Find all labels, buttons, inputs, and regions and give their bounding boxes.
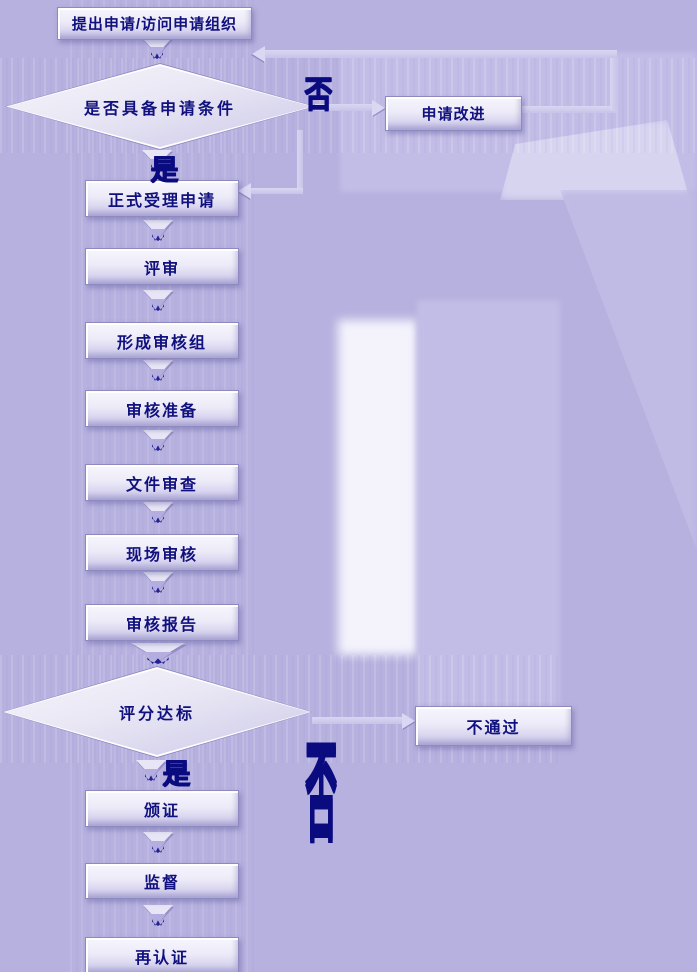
branch-label-yes-2: 是 bbox=[162, 758, 191, 789]
decision2-label: 评分达标 bbox=[118, 706, 195, 723]
down-arrow-icon bbox=[141, 290, 175, 316]
node-step-audit-team: 形成审核组 bbox=[85, 322, 239, 359]
step-label: 形成审核组 bbox=[116, 334, 207, 352]
branch-label-no-2: 否 bbox=[305, 735, 337, 855]
connector-improve-loop-up bbox=[610, 52, 617, 110]
down-arrow-icon bbox=[141, 220, 175, 246]
decision1-label: 是否具备申请条件 bbox=[83, 100, 236, 118]
down-arrow-icon bbox=[140, 150, 174, 176]
right-arrowhead-icon bbox=[402, 713, 415, 729]
background-blob bbox=[500, 120, 690, 200]
node-apply-improvement-label: 申请改进 bbox=[421, 106, 486, 123]
node-supervision: 监督 bbox=[85, 863, 239, 899]
right-arrowhead-icon bbox=[372, 100, 385, 116]
background-blob bbox=[560, 190, 697, 550]
node-fail: 不通过 bbox=[415, 706, 572, 746]
down-arrow-icon bbox=[140, 38, 174, 64]
node-issue-certificate: 颁证 bbox=[85, 790, 239, 827]
down-arrow-icon bbox=[141, 502, 175, 528]
node-recertification: 再认证 bbox=[85, 937, 239, 972]
connector-return-down bbox=[297, 130, 303, 192]
node-start: 提出申请/访问申请组织 bbox=[57, 7, 252, 40]
node-step-onsite-audit: 现场审核 bbox=[85, 534, 239, 571]
connector-return-left bbox=[248, 188, 303, 194]
down-arrow-icon bbox=[141, 905, 175, 931]
decision-application-conditions: 是否具备申请条件 bbox=[5, 63, 315, 150]
branch-label-no-1: 否 bbox=[304, 73, 333, 115]
down-arrow-icon bbox=[127, 643, 188, 669]
left-arrowhead-icon bbox=[252, 46, 265, 62]
node-step-document-review: 文件审查 bbox=[85, 464, 239, 501]
down-arrow-icon bbox=[141, 430, 175, 456]
step-label: 正式受理申请 bbox=[107, 192, 216, 210]
step-label: 审核准备 bbox=[125, 402, 198, 420]
step-label: 颁证 bbox=[143, 802, 180, 820]
node-step-review: 评审 bbox=[85, 248, 239, 285]
step-label: 监督 bbox=[143, 875, 180, 892]
background-blob bbox=[417, 300, 560, 706]
node-apply-improvement: 申请改进 bbox=[385, 96, 522, 131]
step-label: 审核报告 bbox=[125, 616, 198, 634]
step-label: 评审 bbox=[143, 260, 180, 278]
down-arrow-icon bbox=[141, 832, 175, 858]
step-label: 文件审查 bbox=[125, 476, 198, 494]
decision-score-pass: 评分达标 bbox=[2, 666, 312, 758]
connector-improve-loop-top bbox=[265, 50, 617, 58]
connector-no-branch-2 bbox=[312, 717, 407, 724]
node-start-label: 提出申请/访问申请组织 bbox=[71, 16, 238, 33]
down-arrow-icon bbox=[134, 760, 168, 786]
background-blob bbox=[338, 320, 418, 655]
down-arrow-icon bbox=[141, 572, 175, 598]
connector-improve-loop-right bbox=[520, 106, 617, 113]
step-label: 再认证 bbox=[134, 949, 189, 967]
node-step-accept: 正式受理申请 bbox=[85, 180, 239, 217]
node-step-audit-report: 审核报告 bbox=[85, 604, 239, 641]
node-step-audit-prep: 审核准备 bbox=[85, 390, 239, 427]
branch-label-yes-1: 是 bbox=[150, 154, 179, 185]
left-arrowhead-icon bbox=[238, 183, 251, 199]
step-label: 现场审核 bbox=[125, 546, 198, 564]
node-fail-label: 不通过 bbox=[466, 720, 521, 737]
down-arrow-icon bbox=[141, 360, 175, 386]
